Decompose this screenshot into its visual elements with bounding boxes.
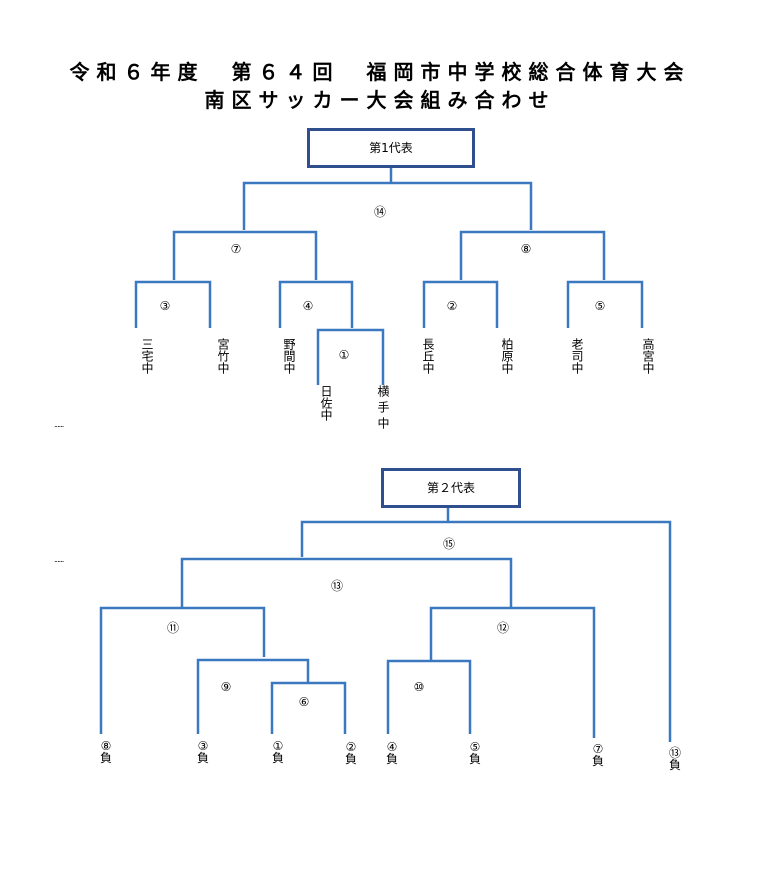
team-kashiwara: 柏原中 — [500, 338, 514, 374]
slot-result: 負 — [344, 752, 357, 766]
match-label-8: ⑧ — [520, 242, 532, 256]
bracket-2-lines — [99, 508, 672, 742]
second-representative-label: 第２代表 — [426, 481, 475, 495]
title-line-1: 令和６年度 第６４回 福岡市中学校総合体育大会 — [69, 60, 691, 84]
match-label-2: ② — [446, 299, 458, 313]
team-noma: 野間中 — [282, 338, 296, 374]
second-representative-box: 第２代表 — [381, 468, 521, 508]
slot-loser-4: ④ 負 — [382, 741, 402, 765]
team-nisa: 日佐中 — [319, 385, 333, 421]
slot-result: 負 — [668, 758, 681, 772]
match-label-15: ⑮ — [442, 537, 456, 551]
slot-result: 負 — [591, 754, 604, 768]
slot-result: 負 — [99, 751, 112, 765]
match-label-12: ⑫ — [496, 621, 510, 635]
team-roji: 老司中 — [570, 338, 584, 374]
slot-mark: ⑬ — [668, 746, 681, 760]
slot-mark: ④ — [386, 740, 398, 754]
match-label-13: ⑬ — [330, 579, 344, 593]
team-miyatake: 宮竹中 — [216, 338, 230, 374]
slot-mark: ① — [272, 739, 284, 753]
slot-mark: ⑧ — [100, 739, 112, 753]
first-representative-label: 第1代表 — [369, 141, 413, 155]
title-line-2: 南区サッカー大会組み合わせ — [204, 88, 556, 112]
match-label-4: ④ — [302, 299, 314, 313]
dots-marker-2: ...... — [54, 555, 64, 564]
match-label-10: ⑩ — [413, 680, 425, 694]
slot-loser-13: ⑬ 負 — [665, 747, 685, 771]
slot-loser-1: ① 負 — [268, 740, 288, 764]
slot-loser-8: ⑧ 負 — [96, 740, 116, 764]
slot-mark: ② — [345, 740, 357, 754]
team-nagaoka: 長丘中 — [421, 338, 435, 374]
slot-result: 負 — [196, 751, 209, 765]
match-label-5: ⑤ — [594, 299, 606, 313]
slot-loser-3: ③ 負 — [193, 740, 213, 764]
team-miyake: 三宅中 — [140, 338, 154, 374]
match-label-14: ⑭ — [373, 205, 387, 219]
slot-mark: ⑤ — [469, 740, 481, 754]
slot-result: 負 — [468, 752, 481, 766]
slot-loser-7: ⑦ 負 — [588, 743, 608, 767]
slot-mark: ⑦ — [592, 742, 604, 756]
match-label-7: ⑦ — [230, 242, 242, 256]
team-yokote: 横手中 — [376, 385, 390, 429]
slot-loser-5: ⑤ 負 — [465, 741, 485, 765]
match-label-11: ⑪ — [166, 621, 180, 635]
slot-result: 負 — [385, 752, 398, 766]
team-takamiya: 高宮中 — [641, 338, 655, 374]
slot-loser-2: ② 負 — [341, 741, 361, 765]
slot-result: 負 — [271, 751, 284, 765]
match-label-9: ⑨ — [220, 680, 232, 694]
match-label-1: ① — [338, 348, 350, 362]
slot-mark: ③ — [197, 739, 209, 753]
first-representative-box: 第1代表 — [307, 128, 475, 168]
dots-marker-1: ...... — [54, 420, 64, 429]
match-label-3: ③ — [159, 299, 171, 313]
bracket-1-lines — [134, 167, 644, 385]
match-label-6: ⑥ — [298, 695, 310, 709]
